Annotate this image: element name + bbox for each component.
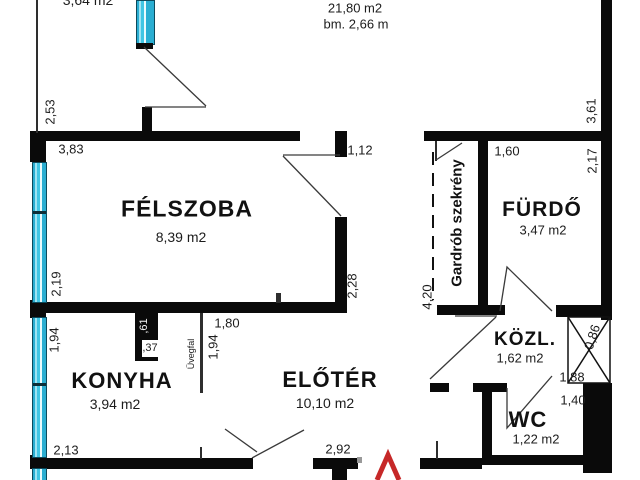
wall: [473, 383, 507, 392]
dim-wc-width: 1,40: [560, 392, 586, 408]
dim-column-b: ,37: [142, 342, 158, 354]
dim-felszoba-left: 2,19: [48, 271, 64, 297]
wall: [30, 300, 46, 318]
dim-kozl-width: 1,88: [559, 369, 585, 385]
wall: [332, 467, 347, 480]
wall: [478, 141, 488, 312]
door-frame-line: [435, 141, 437, 161]
dim-left-top: 2,53: [42, 99, 58, 125]
column-notch: [142, 340, 159, 357]
dim-felszoba-right: 2,28: [344, 273, 360, 299]
dim-eloter-top: 1,80: [214, 315, 240, 331]
door-swing: [143, 46, 207, 108]
door-swing: [224, 428, 305, 459]
dim-tick: [357, 457, 362, 463]
wall-shaft-block: [583, 383, 612, 473]
dim-shaft: 0,86: [580, 322, 604, 352]
room-name-furdo: FÜRDŐ: [502, 198, 582, 221]
wall: [482, 392, 492, 458]
dim-gardrob-height: 4,20: [419, 284, 435, 310]
wall: [335, 131, 347, 157]
glazed-door-sill: [136, 43, 153, 49]
dim-furdo-width: 1,60: [494, 143, 520, 159]
door-swing: [499, 265, 553, 312]
wall: [556, 305, 612, 317]
dim-glass-wall-len: 1,94: [205, 334, 221, 360]
window-glazing: [32, 468, 47, 480]
wall: [601, 0, 612, 320]
room-area-kozl: 1,62 m2: [496, 350, 544, 366]
wall: [482, 455, 583, 465]
room-name-konyha: KONYHA: [71, 368, 173, 393]
room-name-felszoba: FÉLSZOBA: [121, 195, 253, 222]
wall: [430, 383, 449, 392]
door-swing: [429, 315, 497, 380]
dim-column-a: ,61: [138, 318, 150, 334]
wall: [437, 305, 505, 315]
dim-felszoba-door: 1,12: [347, 142, 373, 158]
window-glazing: [32, 317, 47, 458]
wall: [33, 458, 253, 469]
door-stub-wall: [142, 107, 152, 133]
entrance-arrow-icon: [374, 448, 402, 480]
room-area-living: 21,80 m2: [327, 0, 383, 16]
wall: [313, 458, 358, 469]
room-name-gardrob: Gardrób szekrény: [448, 159, 466, 287]
room-area-konyha: 3,94 m2: [89, 396, 141, 412]
window-glazing: [32, 162, 47, 303]
room-area-felszoba: 8,39 m2: [155, 229, 207, 245]
glass-wall-label: Üvegfal: [186, 338, 196, 370]
dim-felszoba-width: 3,83: [58, 141, 84, 157]
dim-furdo-height: 2,17: [584, 148, 600, 174]
room-area-balcony: 3,64 m2: [62, 0, 114, 8]
glazed-door: [136, 0, 155, 45]
room-name-eloter: ELŐTÉR: [282, 367, 378, 392]
window-divider: [33, 211, 46, 214]
balcony-edge-line: [36, 0, 38, 133]
glass-wall-line: [200, 313, 203, 393]
room-area-eloter: 10,10 m2: [295, 395, 355, 411]
door-swing: [282, 154, 342, 217]
wall: [33, 302, 347, 313]
dim-konyha-bottom: 2,13: [53, 442, 79, 458]
wall: [33, 131, 300, 141]
room-name-wc: WC: [508, 407, 548, 432]
door-frame-line: [200, 447, 202, 459]
dim-tick: [276, 293, 281, 303]
room-area-furdo: 3,47 m2: [519, 222, 567, 238]
dim-konyha-left: 1,94: [46, 327, 62, 353]
room-area-wc: 1,22 m2: [512, 431, 560, 447]
wall: [424, 131, 612, 141]
dim-right-top: 3,61: [583, 98, 599, 124]
door-swing: [435, 142, 463, 161]
door-frame-line: [436, 441, 438, 459]
wall: [335, 217, 347, 313]
window-divider: [33, 383, 46, 386]
room-name-kozl: KÖZL.: [494, 329, 556, 350]
wall: [420, 458, 482, 469]
dim-eloter-bottom: 2,92: [325, 441, 351, 457]
room-ceiling-living: bm. 2,66 m: [323, 16, 389, 32]
